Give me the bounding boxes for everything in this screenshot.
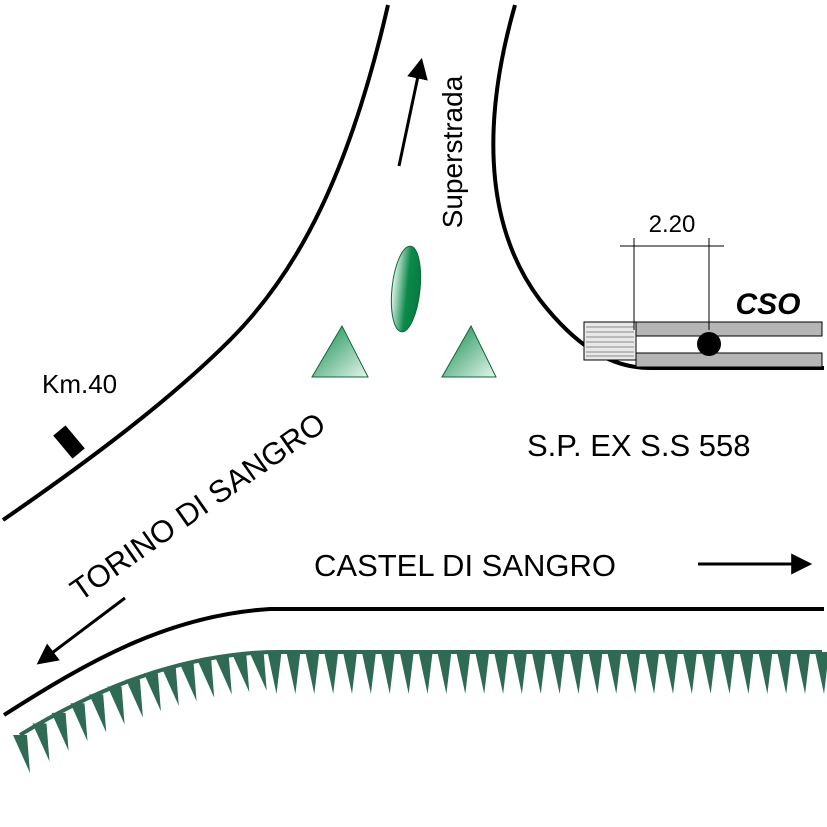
vegetation-spike <box>179 663 197 702</box>
traffic-island-right <box>441 324 497 378</box>
vegetation-spike <box>361 652 376 694</box>
vegetation-spike <box>107 686 125 725</box>
vegetation-spike <box>720 652 735 694</box>
arrow-torino <box>36 596 126 665</box>
vegetation-embankment <box>13 650 827 773</box>
vegetation-spike <box>249 652 267 691</box>
vegetation-spike <box>569 652 584 694</box>
vegetation-spike <box>13 735 30 773</box>
vegetation-spike <box>664 652 678 694</box>
vegetation-spike <box>125 679 143 718</box>
traffic-island-left <box>311 324 369 378</box>
vegetation-spike <box>588 652 603 694</box>
vegetation-spike <box>418 652 433 694</box>
vegetation-spike <box>645 652 660 694</box>
dimension-lines <box>620 238 724 330</box>
road-number-label: S.P. EX S.S 558 <box>527 428 750 463</box>
vegetation-spike <box>286 652 301 694</box>
km-label: Km.40 <box>42 369 117 399</box>
vegetation-spike <box>494 652 509 694</box>
torino-label: TORINO DI SANGRO <box>64 406 332 608</box>
traffic-island-oval <box>390 245 422 333</box>
vegetation-spike <box>456 652 471 694</box>
vegetation-spike <box>626 652 641 694</box>
vegetation-spike <box>232 654 250 693</box>
vegetation-spike <box>815 652 827 694</box>
vegetation-spike <box>161 667 179 706</box>
vegetation-spike <box>143 673 161 712</box>
km-marker-post <box>53 425 85 459</box>
vegetation-spike <box>267 652 282 694</box>
castel-label: CASTEL DI SANGRO <box>314 548 616 583</box>
vegetation-spike <box>796 652 811 694</box>
vegetation-spike <box>777 652 792 694</box>
dimension-label: 2.20 <box>649 211 696 238</box>
vegetation-spike <box>607 652 622 694</box>
vegetation-spike <box>550 652 565 694</box>
vegetation-spike <box>324 652 339 694</box>
vegetation-spike <box>343 652 357 694</box>
vegetation-spike <box>475 652 490 694</box>
road-edge-right <box>491 4 824 370</box>
road-edge-bottom <box>2 607 824 717</box>
cso-pipe <box>583 321 823 368</box>
cso-point-marker <box>697 332 721 356</box>
vegetation-spike <box>739 652 754 694</box>
vegetation-spike <box>531 652 546 694</box>
vegetation-spike <box>197 659 215 698</box>
vegetation-spike <box>32 723 50 762</box>
vegetation-spike <box>89 694 107 733</box>
vegetation-spike <box>758 652 773 694</box>
vegetation-spike <box>51 712 69 751</box>
cso-label: CSO <box>735 288 800 321</box>
superstrada-label: Superstrada <box>437 75 468 228</box>
vegetation-spike <box>512 652 527 694</box>
vegetation-spike <box>437 652 452 694</box>
vegetation-spike <box>399 652 414 694</box>
vegetation-spike <box>380 652 395 694</box>
vegetation-spike <box>682 652 697 694</box>
vegetation-spike <box>305 652 320 694</box>
road-edge-left <box>1 4 390 522</box>
vegetation-spike <box>70 703 88 742</box>
arrow-superstrada <box>397 57 428 167</box>
vegetation-spike <box>701 652 716 694</box>
vegetation-spike <box>214 656 232 695</box>
